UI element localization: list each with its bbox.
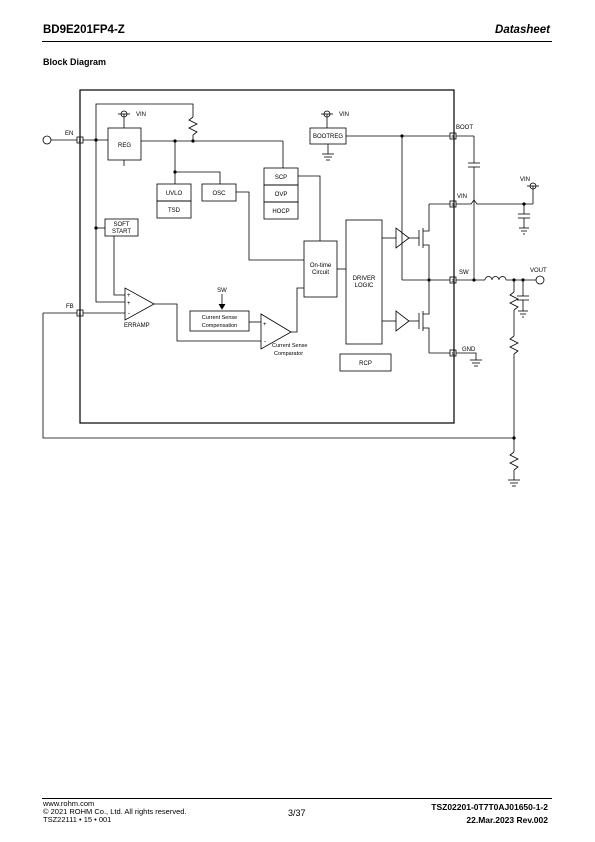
pin-vin-number: 5 [452, 202, 455, 207]
page-number: 3/37 [288, 808, 306, 818]
erramp-minus: - [128, 311, 130, 317]
erramp-plus-1: + [127, 293, 131, 299]
hocp-block [263, 201, 299, 220]
bootreg-label: BOOTREG [313, 134, 343, 140]
on-time-label-1: On-time [310, 263, 332, 269]
pin-en-label: EN [65, 131, 73, 137]
soft-start-label-1: SOFT [114, 222, 130, 228]
erramp-plus-2: + [127, 301, 131, 307]
cs-compensation-block [189, 310, 250, 332]
driver-label-1: DRIVER [353, 276, 376, 282]
footer-copyright: © 2021 ROHM Co., Ltd. All rights reserve… [43, 807, 187, 816]
sw-source-label: SW [217, 288, 227, 294]
date-revision: 22.Mar.2023 Rev.002 [466, 815, 548, 825]
comparator-minus: - [264, 339, 266, 345]
tsd-label: TSD [168, 208, 181, 214]
osc-block [201, 183, 237, 202]
reg-block [107, 127, 142, 161]
comparator-label-2: Comparator [274, 351, 303, 357]
footer-form-code: TSZ22111 • 15 • 001 [43, 815, 112, 824]
doc-number: TSZ02201-0T7T0AJ01650-1-2 [431, 802, 548, 812]
uvlo-label: UVLO [166, 191, 183, 197]
osc-label: OSC [212, 191, 226, 197]
ovp-label: OVP [275, 192, 288, 198]
pin-en-number: 2 [79, 138, 82, 143]
cs-comp-label-2: Compensation [202, 323, 237, 329]
erramp-symbol [124, 287, 155, 321]
footer-rule [42, 798, 552, 799]
rcp-label: RCP [359, 361, 372, 367]
pin-gnd-label: GND [462, 347, 476, 353]
driver-label-2: LOGIC [355, 283, 374, 289]
comparator-plus: + [263, 322, 267, 328]
pin-vin-label: VIN [457, 194, 467, 200]
doc-type: Datasheet [495, 24, 550, 36]
erramp-label: ERRAMP [124, 323, 150, 329]
soft-start-label-2: START [112, 229, 131, 235]
vin-bootreg-label: VIN [339, 112, 349, 118]
section-title: Block Diagram [43, 57, 107, 67]
ic-outline [79, 89, 455, 424]
vin-external-label: VIN [520, 177, 530, 183]
hocp-label: HOCP [272, 209, 289, 215]
part-number: BD9E201FP4-Z [43, 24, 125, 36]
cs-comparator-symbol [260, 313, 292, 350]
pin-boot-number: 6 [452, 134, 455, 139]
rcp-block [339, 353, 392, 372]
soft-start-block [104, 218, 139, 237]
footer-website: www.rohm.com [43, 799, 95, 808]
vin-reg-label: VIN [136, 112, 146, 118]
reg-label: REG [118, 143, 131, 149]
pin-fb-label: FB [66, 304, 74, 310]
on-time-block [303, 240, 338, 298]
pin-gnd-number: 1 [452, 351, 455, 356]
pin-sw-label: SW [459, 270, 469, 276]
comparator-label-1: Current Sense [272, 343, 307, 349]
tsd-block [156, 200, 192, 219]
on-time-label-2: Circuit [312, 270, 329, 276]
pin-boot-label: BOOT [456, 125, 473, 131]
pin-fb-number: 4 [79, 311, 82, 316]
vout-label: VOUT [530, 268, 547, 274]
driver-logic-block [345, 219, 383, 345]
header-rule [42, 41, 552, 42]
pin-sw-number: 2 [452, 278, 455, 283]
cs-comp-label-1: Current Sense [202, 315, 237, 321]
scp-label: SCP [275, 175, 287, 181]
